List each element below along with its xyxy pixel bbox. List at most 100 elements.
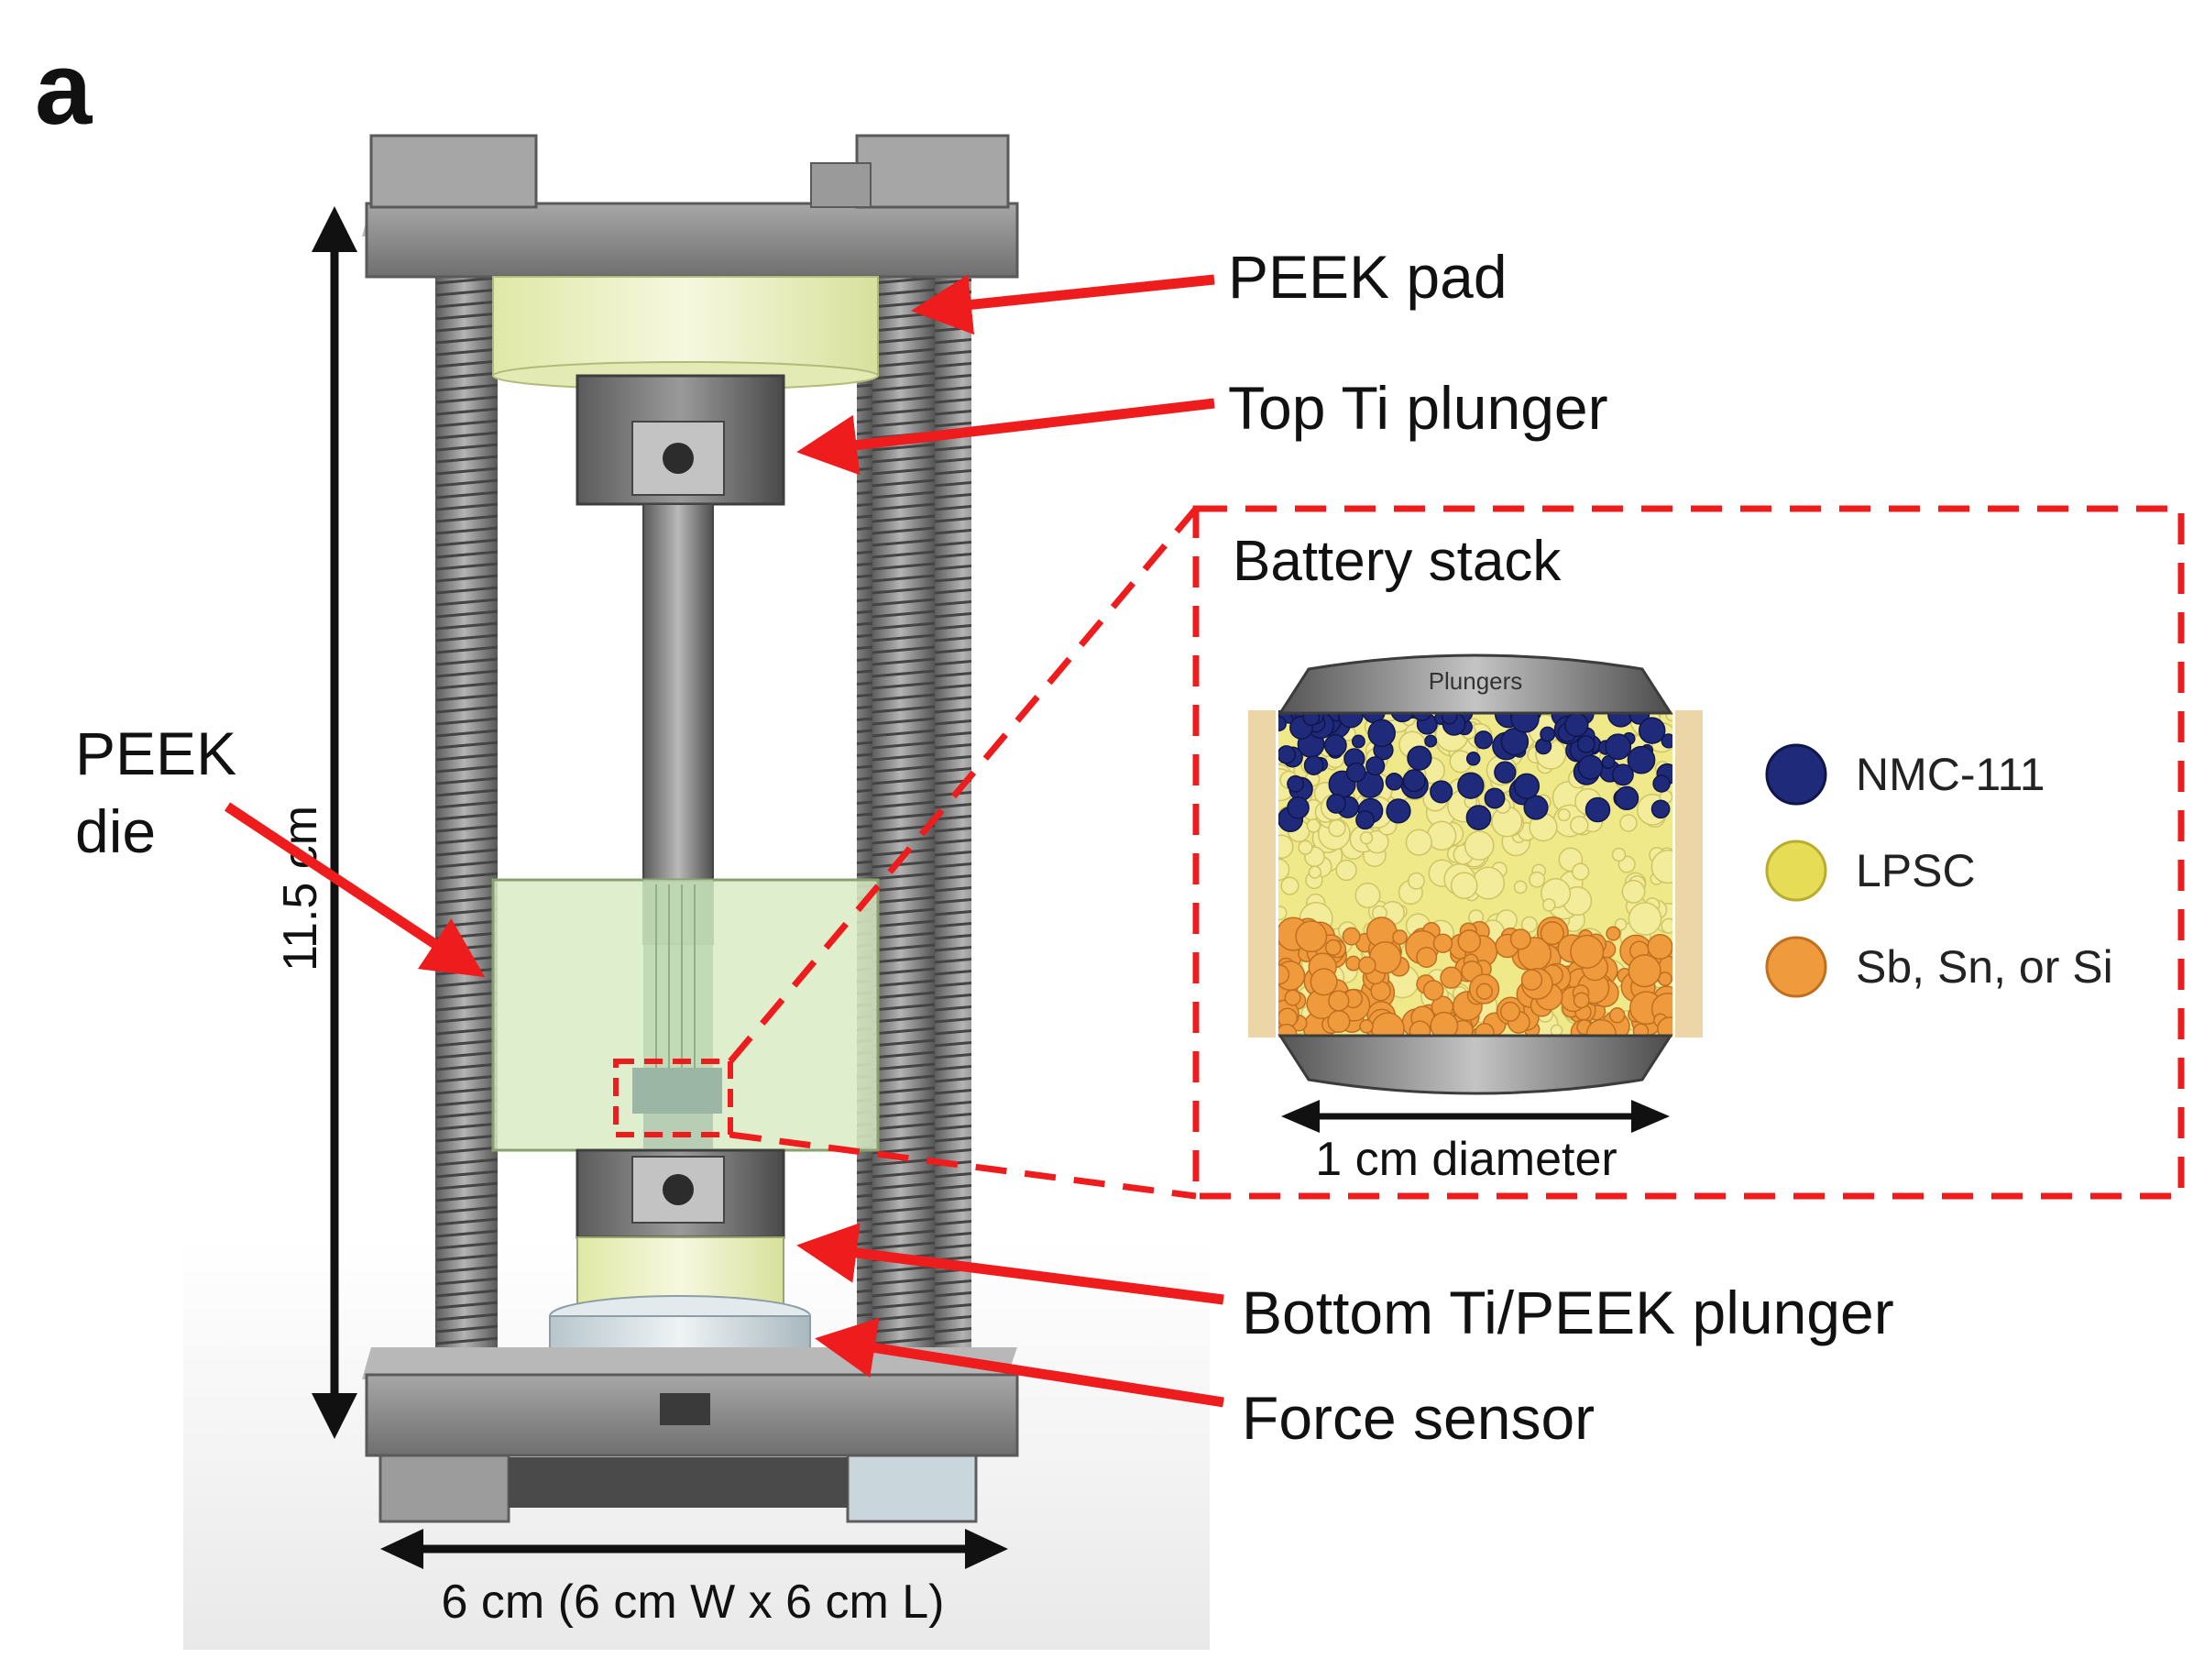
panel-label: a (35, 31, 93, 146)
legend: NMC-111 LPSC Sb, Sn, or Si (1765, 743, 2113, 998)
particle (1529, 871, 1546, 888)
bottom-ti-peek-plunger (576, 1148, 785, 1307)
particle (1465, 805, 1492, 830)
particle (1278, 745, 1297, 764)
particle (1627, 745, 1656, 774)
particle (1440, 966, 1463, 989)
diameter-label: 1 cm diameter (1315, 1133, 1617, 1186)
peek-die (491, 878, 880, 1152)
particle (1652, 774, 1671, 793)
particle (1351, 734, 1365, 749)
particle (1457, 772, 1485, 799)
height-dimension-label: 11.5 cm (274, 806, 327, 972)
particle (1430, 1011, 1459, 1038)
particle (1367, 719, 1396, 748)
particle (1576, 735, 1595, 753)
particle (1365, 756, 1386, 776)
particle (1416, 946, 1438, 969)
particle (1614, 785, 1639, 811)
label-top-ti-plunger: Top Ti plunger (1228, 374, 1608, 442)
particle (1303, 755, 1324, 775)
particle (1520, 969, 1543, 991)
top-plunger-cap (1277, 653, 1673, 715)
particle (1324, 939, 1342, 956)
particle (1523, 795, 1549, 820)
particle (1327, 1009, 1351, 1034)
particle (1661, 917, 1672, 934)
particle (1510, 710, 1540, 733)
particle (1355, 810, 1376, 830)
legend-label-sb-sn-si: Sb, Sn, or Si (1856, 941, 2113, 993)
particle (1621, 879, 1646, 904)
particle (1278, 834, 1294, 860)
particle (1513, 773, 1541, 799)
particle (1608, 1007, 1626, 1024)
particle (1628, 902, 1662, 936)
width-dimension-label: 6 cm (6 cm W x 6 cm L) (442, 1576, 945, 1629)
particle (1457, 929, 1482, 953)
legend-label-nmc: NMC-111 (1856, 749, 2045, 800)
particle (1385, 773, 1404, 791)
legend-swatch-sb-sn-si (1765, 936, 1827, 998)
particle (1572, 862, 1590, 881)
particle (1584, 796, 1611, 823)
peek-pad (492, 276, 879, 390)
particle (1628, 954, 1661, 988)
particle (1345, 955, 1362, 972)
particle (1278, 906, 1288, 921)
label-peek-die-line2: die (75, 797, 156, 865)
inset-title: Battery stack (1233, 530, 1562, 593)
particle (1402, 769, 1426, 793)
particle (1605, 733, 1632, 761)
particle (1354, 882, 1381, 908)
stack-highlight-box (613, 1059, 733, 1137)
particle (1359, 831, 1374, 845)
particle (1287, 796, 1310, 819)
label-force-sensor: Force sensor (1242, 1384, 1595, 1452)
battery-stack-schematic: Plungers (1248, 653, 1703, 1095)
particle (1650, 799, 1671, 819)
particle (1611, 847, 1627, 862)
diameter-dimension: 1 cm diameter (1281, 1100, 1670, 1186)
particle (1408, 872, 1425, 890)
particle (1540, 921, 1564, 946)
particle (1308, 865, 1321, 879)
particle (1494, 761, 1517, 784)
width-dimension: 6 cm (6 cm W x 6 cm L) (380, 1529, 1008, 1629)
particle (1513, 880, 1528, 895)
plunger-cap-label: Plungers (1429, 667, 1523, 695)
particle (1564, 712, 1589, 738)
particle (1430, 780, 1453, 804)
particle-field (1278, 710, 1672, 1038)
particle (1619, 814, 1638, 832)
particle (1280, 876, 1299, 895)
particle (1335, 859, 1357, 882)
particle (1520, 916, 1538, 933)
particle (1601, 755, 1616, 769)
particle (1342, 927, 1361, 946)
particle (1611, 763, 1634, 786)
top-plate (362, 134, 1019, 279)
particle (1484, 787, 1506, 809)
particle (1328, 818, 1346, 838)
particle (1570, 816, 1589, 835)
particle (1657, 1016, 1672, 1038)
top-ti-plunger (576, 374, 785, 945)
particle (1606, 926, 1621, 941)
particle (1326, 794, 1346, 814)
particle (1278, 964, 1290, 985)
label-bottom-plunger: Bottom Ti/PEEK plunger (1242, 1279, 1894, 1346)
legend-swatch-lpsc (1765, 840, 1827, 902)
particle (1557, 808, 1571, 822)
particle (1570, 934, 1605, 969)
particle (1661, 733, 1672, 749)
particle (1386, 798, 1411, 824)
particle (1306, 818, 1321, 833)
particle (1614, 917, 1628, 931)
particle (1278, 716, 1287, 731)
force-sensor-arrow (815, 1317, 1224, 1408)
particle (1577, 754, 1604, 780)
particle (1357, 956, 1376, 975)
particle (1323, 733, 1347, 757)
